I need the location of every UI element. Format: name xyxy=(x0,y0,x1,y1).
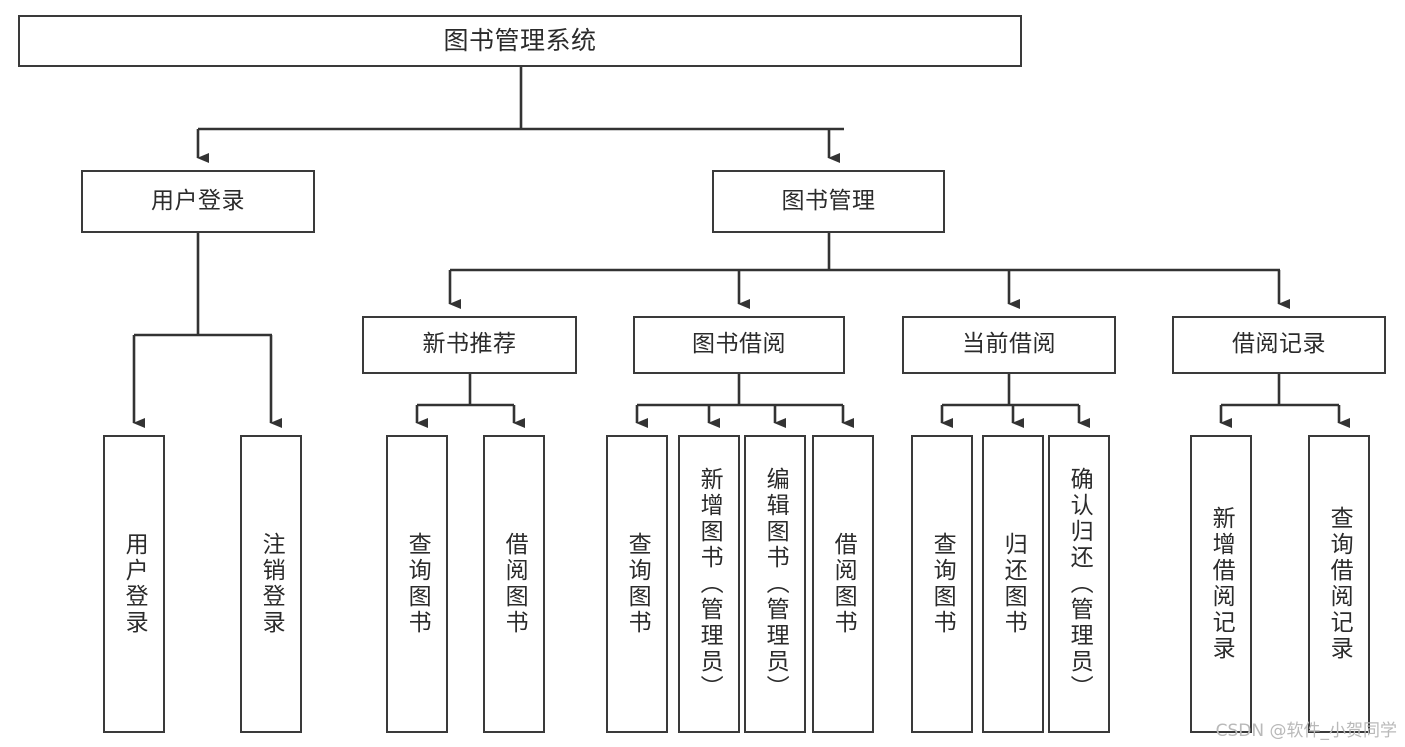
node-leaf-logout-login[interactable]: 注销登录 xyxy=(240,435,302,733)
node-leaf-confirm-return-admin[interactable]: 确认归还（管理员） xyxy=(1048,435,1110,733)
node-user-login[interactable]: 用户登录 xyxy=(81,170,315,233)
node-leaf-query-book-3[interactable]: 查询图书 xyxy=(911,435,973,733)
node-leaf-return-book[interactable]: 归还图书 xyxy=(982,435,1044,733)
node-book-manage[interactable]: 图书管理 xyxy=(712,170,945,233)
node-label-leaf-logout-login: 注销登录 xyxy=(258,532,285,636)
node-leaf-borrow-book-2[interactable]: 借阅图书 xyxy=(812,435,874,733)
node-root-system[interactable]: 图书管理系统 xyxy=(18,15,1022,67)
node-label-root-system: 图书管理系统 xyxy=(443,26,597,55)
edges-borrowrecords-to-leaves xyxy=(1219,374,1350,428)
node-label-borrow-records: 借阅记录 xyxy=(1232,331,1326,358)
node-label-leaf-query-book-3: 查询图书 xyxy=(929,532,956,636)
node-leaf-edit-book-admin[interactable]: 编辑图书（管理员） xyxy=(744,435,806,733)
csdn-watermark: CSDN @软件_小贺同学 xyxy=(1215,721,1397,741)
node-label-book-borrow: 图书借阅 xyxy=(692,331,786,358)
node-leaf-borrow-book-1[interactable]: 借阅图书 xyxy=(483,435,545,733)
node-label-user-login: 用户登录 xyxy=(151,187,245,214)
node-label-leaf-user-login: 用户登录 xyxy=(121,532,148,636)
node-label-leaf-edit-book-admin: 编辑图书（管理员） xyxy=(762,467,789,701)
node-label-leaf-borrow-book-2: 借阅图书 xyxy=(830,532,857,636)
node-label-leaf-add-book-admin: 新增图书（管理员） xyxy=(696,467,723,701)
node-leaf-add-borrow-record[interactable]: 新增借阅记录 xyxy=(1190,435,1252,733)
node-label-leaf-confirm-return-admin: 确认归还（管理员） xyxy=(1066,467,1093,701)
node-new-book-recommend[interactable]: 新书推荐 xyxy=(362,316,577,374)
node-label-leaf-query-borrow-record: 查询借阅记录 xyxy=(1326,506,1353,662)
node-book-borrow[interactable]: 图书借阅 xyxy=(633,316,845,374)
node-leaf-query-borrow-record[interactable]: 查询借阅记录 xyxy=(1308,435,1370,733)
edges-bookborrow-to-leaves xyxy=(635,374,854,428)
node-label-leaf-query-book-1: 查询图书 xyxy=(404,532,431,636)
edges-currentborrow-to-leaves xyxy=(940,374,1090,428)
node-label-book-manage: 图书管理 xyxy=(781,187,876,214)
node-current-borrow[interactable]: 当前借阅 xyxy=(902,316,1116,374)
edges-userlogin-to-leaves xyxy=(132,233,282,428)
node-label-leaf-add-borrow-record: 新增借阅记录 xyxy=(1208,506,1235,662)
node-label-new-book-recommend: 新书推荐 xyxy=(422,331,517,358)
node-leaf-query-book-1[interactable]: 查询图书 xyxy=(386,435,448,733)
edges-root-to-level1 xyxy=(196,67,844,163)
node-borrow-records[interactable]: 借阅记录 xyxy=(1172,316,1386,374)
node-label-leaf-return-book: 归还图书 xyxy=(1000,532,1027,636)
node-leaf-user-login[interactable]: 用户登录 xyxy=(103,435,165,733)
node-leaf-query-book-2[interactable]: 查询图书 xyxy=(606,435,668,733)
node-label-current-borrow: 当前借阅 xyxy=(962,331,1056,358)
edges-newbook-to-leaves xyxy=(415,374,525,428)
node-leaf-add-book-admin[interactable]: 新增图书（管理员） xyxy=(678,435,740,733)
edges-bookmanage-to-level2 xyxy=(448,233,1290,309)
node-label-leaf-query-book-2: 查询图书 xyxy=(624,532,651,636)
node-label-leaf-borrow-book-1: 借阅图书 xyxy=(501,532,528,636)
